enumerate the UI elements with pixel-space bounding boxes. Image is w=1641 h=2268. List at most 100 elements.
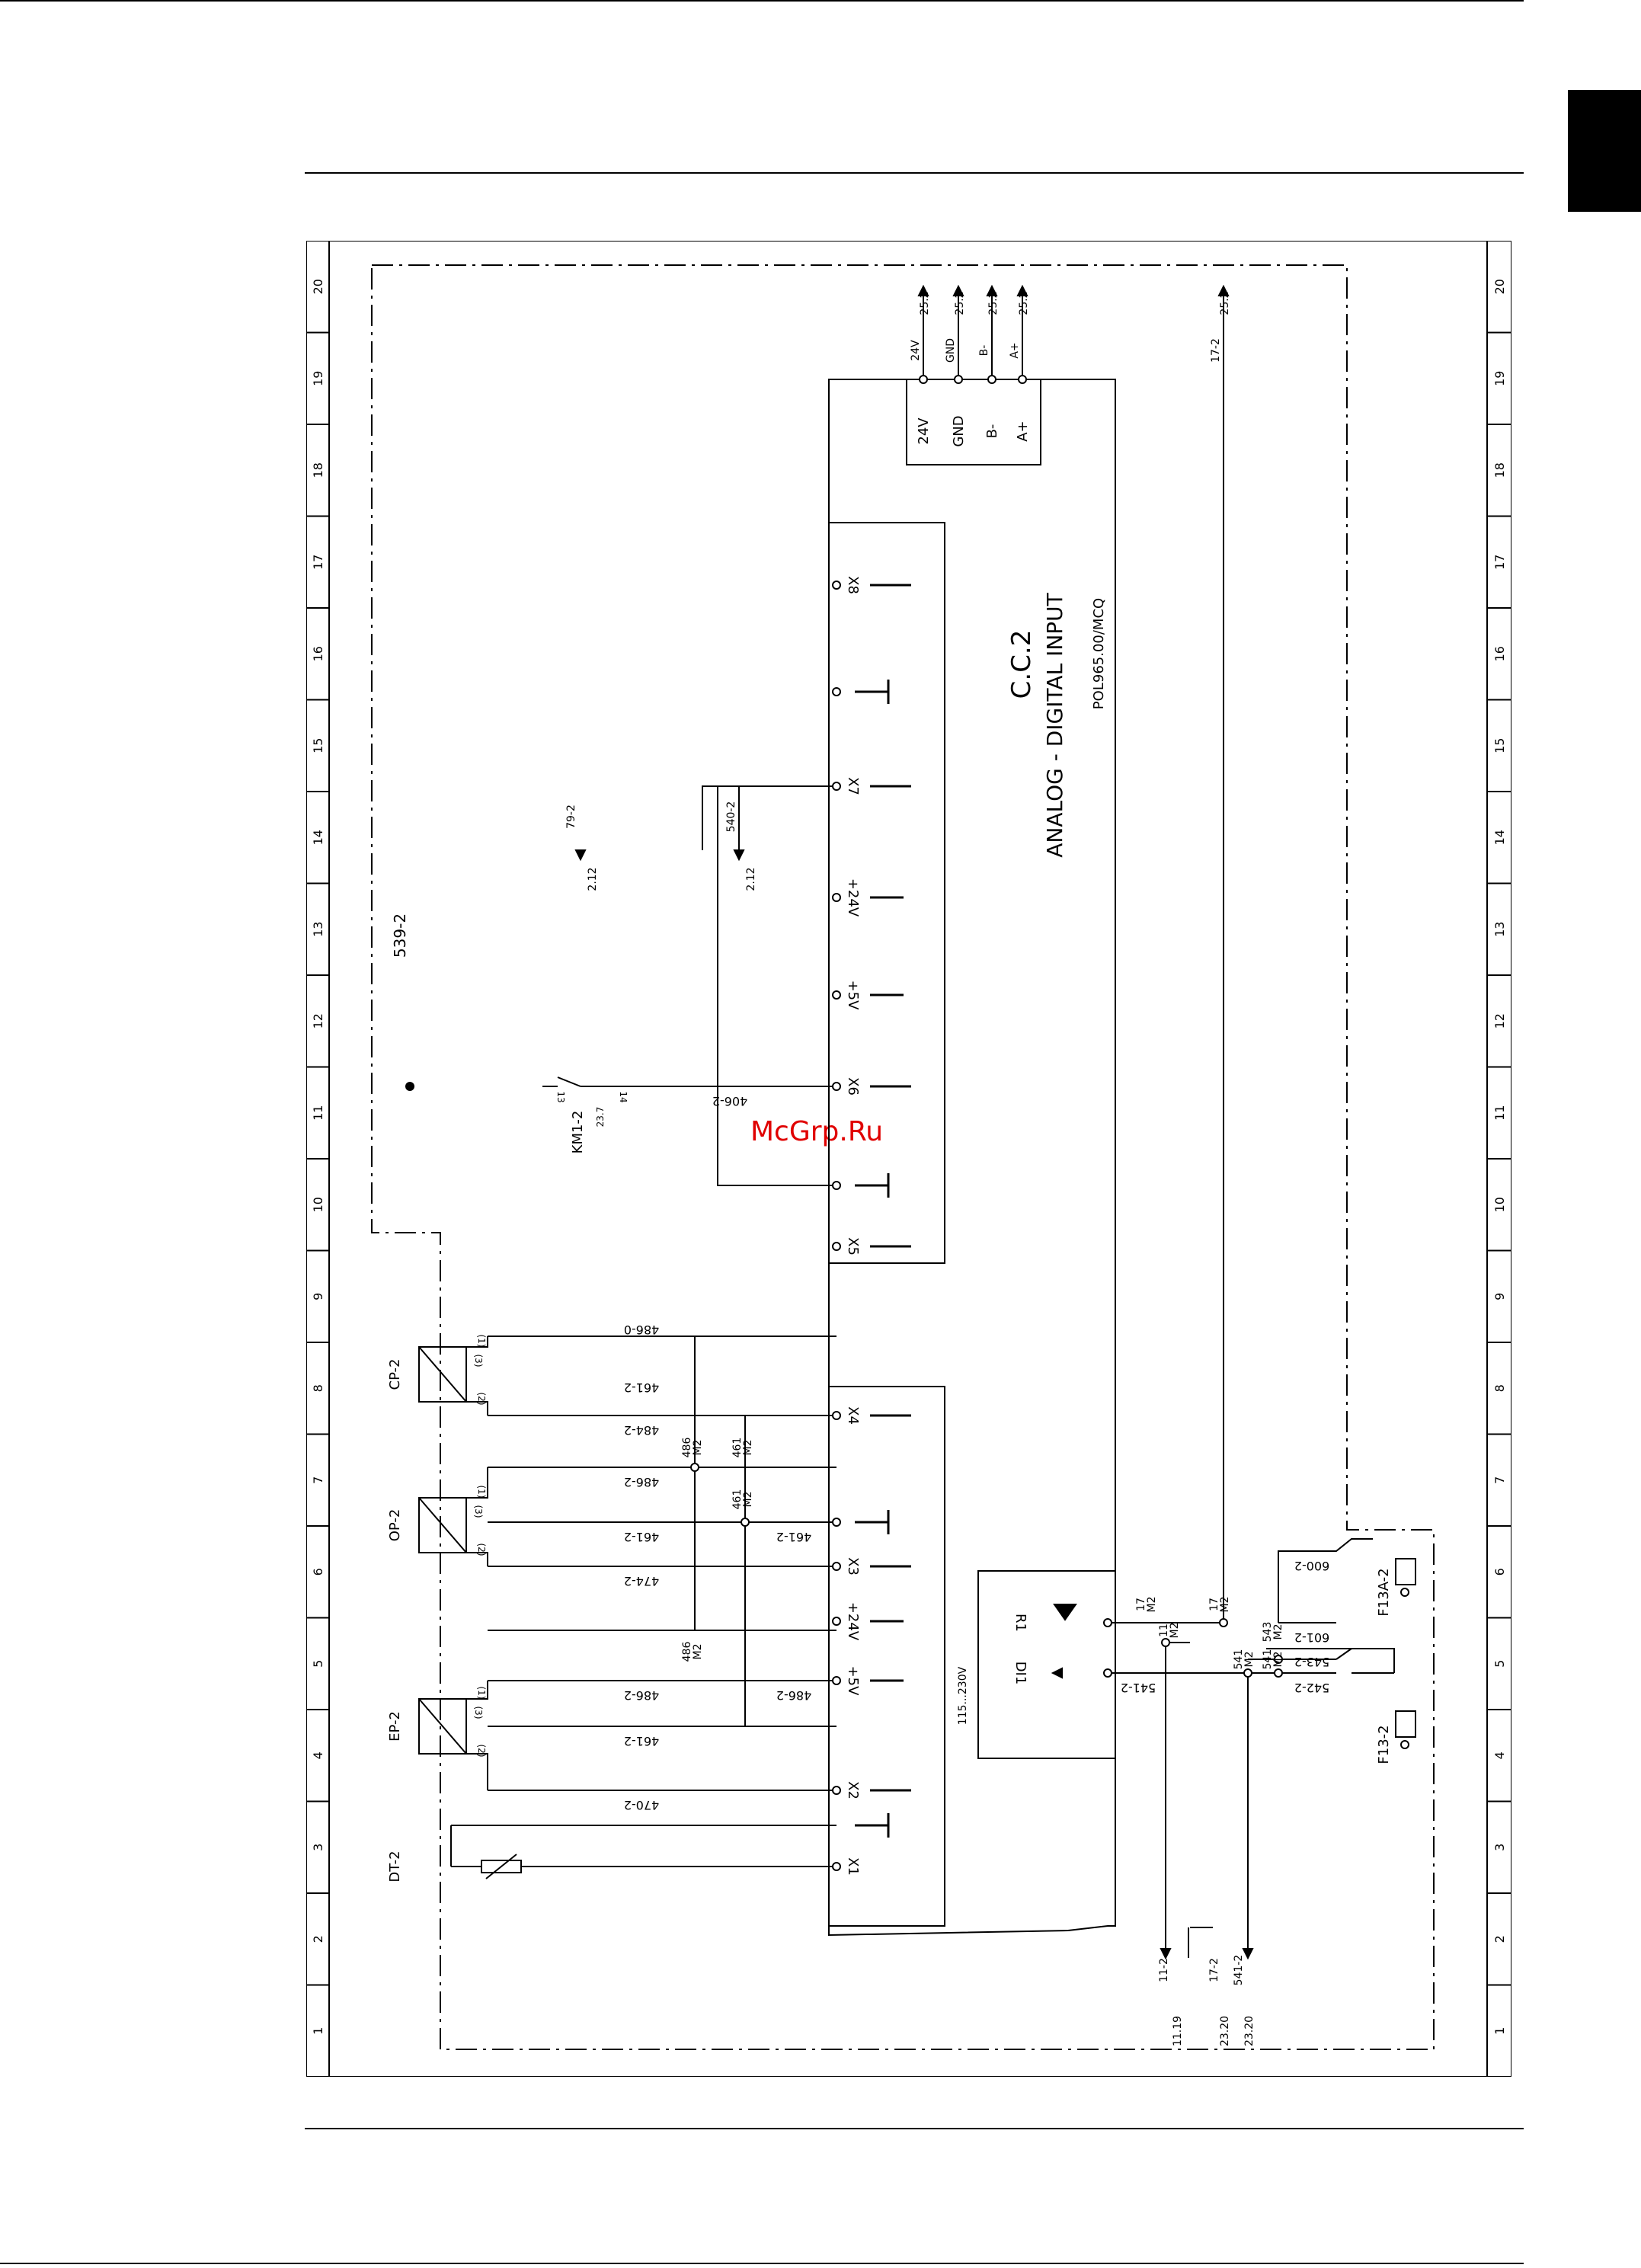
component-f13: F13-2 [1376,1725,1392,1764]
terminal-5v-upper: +5V [845,980,861,1011]
terminal-x8: X8 [845,576,861,594]
grid-number: 11 [311,1105,325,1121]
grid-number: 6 [311,1568,325,1575]
node-486-b: 486 [681,1642,693,1662]
node-541-b: 541 [1262,1649,1274,1670]
node-543: 543 [1262,1622,1274,1643]
controller-title: C.C.2 [1006,630,1037,699]
grid-number: 4 [1492,1751,1507,1759]
watermark: McGrp.Ru [750,1116,884,1147]
grid-number: 1 [311,2027,325,2035]
node-11: 11 [1158,1623,1170,1637]
node-461-b: 461 [731,1489,744,1510]
grid-number: 16 [311,646,325,661]
grid-number: 5 [311,1660,325,1668]
wire-542: 542-2 [1294,1681,1330,1695]
node-m2-j: M2 [1272,1624,1284,1640]
terminal-24v-upper: +24V [845,878,861,917]
relay-box [977,1570,1116,1759]
component-cp: CP-2 [387,1359,403,1390]
wire-539: 539-2 [391,913,409,958]
component-km: KM1-2 [570,1111,586,1154]
wire-601: 601-2 [1294,1630,1330,1645]
bus-ref-1: 25.2 [919,291,931,315]
wire-406: 406-2 [712,1094,748,1108]
footer-rule [305,2128,1524,2129]
terminal-x6: X6 [845,1077,861,1096]
bus-ref-4: 25.2 [1018,291,1030,315]
grid-number: 10 [311,1197,325,1212]
op-sensor [418,1497,467,1553]
bus-pin-b: B- [984,424,1000,439]
pin-op-3: (3) [473,1505,484,1518]
right-ref-wire: 17-2 [1210,338,1222,363]
wire-474: 474-2 [624,1574,660,1588]
grid-number: 14 [311,830,325,845]
wire-461-c: 461-2 [624,1530,660,1544]
terminal-block-lower [828,1386,945,1927]
pin-op-1: (1) [476,1486,487,1499]
node-17-b: 17 [1208,1598,1220,1611]
wire-484: 484-2 [624,1423,660,1438]
terminal-x2: X2 [845,1781,861,1799]
bus-terminal-box [906,379,1041,465]
component-f13a: F13A-2 [1376,1568,1392,1616]
grid-number: 9 [311,1293,325,1300]
bus-wire-24v: 24V [910,340,922,361]
f13a-relay [1395,1558,1416,1585]
enclosure-boundary [371,264,1435,2050]
bus-wire-b: B- [978,345,990,357]
pin-cp-3: (3) [473,1355,484,1368]
component-ep: EP-2 [387,1711,403,1742]
wire-486-b: 486-2 [624,1688,660,1703]
node-m2-e: M2 [1146,1597,1158,1613]
node-m2-c: M2 [742,1492,754,1508]
grid-number: 12 [311,1013,325,1028]
wire-11: 11-2 [1158,1958,1170,1982]
bottom-border [0,2263,1524,2264]
terminal-x1: X1 [845,1857,861,1876]
grid-number: 6 [1492,1568,1507,1575]
node-m2-a: M2 [692,1440,704,1456]
grid-number: 20 [1492,279,1507,294]
grid-number: 16 [1492,646,1507,661]
grid-number: 12 [1492,1013,1507,1028]
wire-17: 17-2 [1208,1958,1220,1982]
grid-number: 3 [311,1844,325,1851]
controller-outline [828,379,1116,1937]
pin-op-2: (2) [476,1543,487,1556]
pin-ep-2: (2) [476,1745,487,1758]
grid-number: 7 [1492,1476,1507,1484]
component-op: OP-2 [387,1509,403,1542]
grid-number: 7 [311,1476,325,1484]
ref-2320-a: 23.20 [1219,2016,1231,2046]
node-m2-h: M2 [1243,1652,1256,1668]
bus-wire-gnd: GND [945,338,957,363]
terminal-x3: X3 [845,1557,861,1575]
terminal-5v-lower: +5V [845,1666,861,1697]
wire-541-a: 541-2 [1121,1681,1156,1695]
ref-79: 2.12 [587,867,599,891]
wire-79: 79-2 [565,805,577,829]
right-ref: 25.2 [1219,291,1231,315]
grid-number: 8 [311,1384,325,1392]
node-m2-b: M2 [742,1440,754,1456]
wire-486-a: 486-2 [624,1475,660,1489]
grid-number: 9 [1492,1293,1507,1300]
grid-number: 13 [311,922,325,937]
grid-number: 2 [311,1935,325,1943]
node-m2-i: M2 [1272,1652,1284,1668]
component-km-ref: 23.7 [595,1107,606,1128]
node-m2-f: M2 [1169,1623,1181,1639]
km-pin-14: 14 [618,1091,629,1102]
bus-pin-gnd: GND [951,415,967,446]
relay-r1: R1 [1012,1614,1028,1632]
wire-470: 470-2 [624,1798,660,1812]
grid-number: 10 [1492,1197,1507,1212]
grid-number: 4 [311,1751,325,1759]
grid-number: 14 [1492,830,1507,845]
node-m2-g: M2 [1219,1597,1231,1613]
grid-number: 13 [1492,922,1507,937]
grid-number: 11 [1492,1105,1507,1121]
